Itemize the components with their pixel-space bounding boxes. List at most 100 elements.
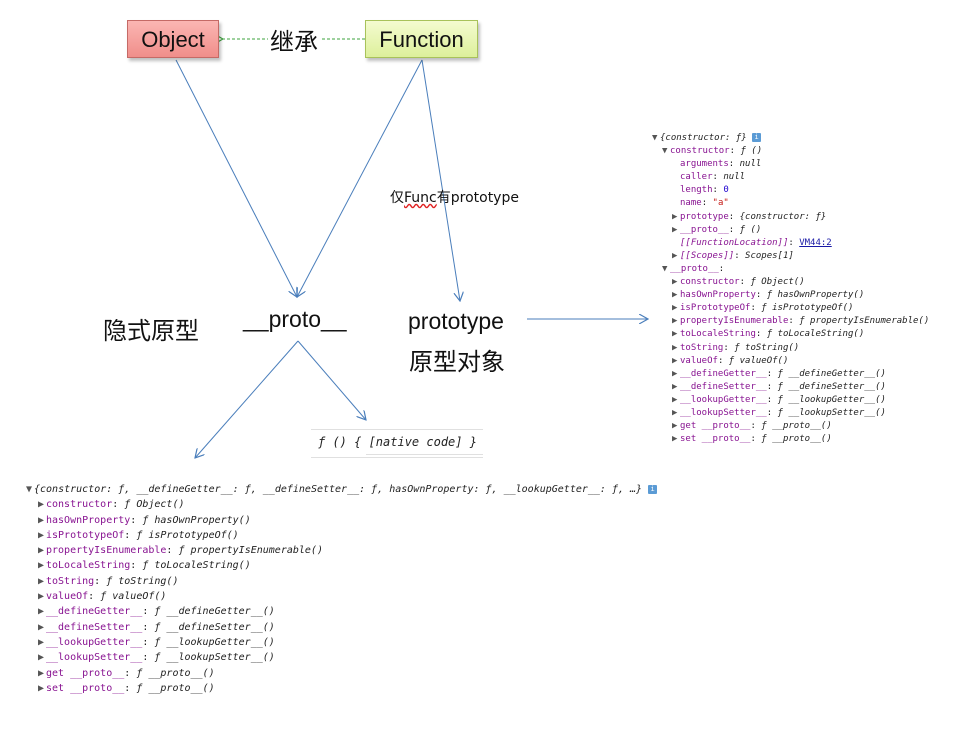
collapsed-arrow-icon[interactable]: ▶ — [672, 434, 678, 445]
collapsed-arrow-icon[interactable]: ▶ — [38, 575, 45, 587]
console-line[interactable]: ▶constructor: ƒ Object() — [26, 497, 726, 512]
collapsed-arrow-icon[interactable]: ▶ — [672, 224, 678, 235]
console-line[interactable]: ▼{constructor: ƒ} i — [652, 132, 955, 145]
console-line[interactable]: ▶get __proto__: ƒ __proto__() — [26, 666, 726, 681]
console-key: __defineSetter__ — [680, 381, 767, 392]
console-line[interactable]: ▶__defineSetter__: ƒ __defineSetter__() — [652, 381, 955, 394]
console-key: constructor — [670, 146, 730, 157]
collapsed-arrow-icon[interactable]: ▶ — [38, 514, 45, 526]
only-func-post: 有prototype — [436, 190, 519, 206]
console-key: __lookupGetter__ — [680, 394, 767, 405]
collapsed-arrow-icon[interactable]: ▶ — [38, 560, 45, 572]
collapsed-arrow-icon[interactable]: ▶ — [672, 277, 678, 288]
console-value[interactable]: VM44:2 — [799, 237, 832, 248]
console-key: [[Scopes]] — [680, 250, 735, 261]
console-key: constructor — [46, 499, 113, 511]
console-line[interactable]: ▶propertyIsEnumerable: ƒ propertyIsEnume… — [652, 315, 955, 328]
console-line[interactable]: ▶set __proto__: ƒ __proto__() — [652, 433, 955, 446]
console-separator: : — [728, 211, 740, 222]
console-key: toString — [680, 342, 724, 353]
collapsed-arrow-icon[interactable]: ▶ — [672, 250, 678, 261]
console-separator: : — [766, 368, 778, 379]
console-value: ƒ isPrototypeOf() — [761, 303, 854, 314]
collapsed-arrow-icon[interactable]: ▶ — [672, 407, 678, 418]
console-line[interactable]: ▶__lookupSetter__: ƒ __lookupSetter__() — [652, 407, 955, 420]
console-line[interactable]: ▶__defineSetter__: ƒ __defineSetter__() — [26, 620, 726, 635]
console-line[interactable]: ▼{constructor: ƒ, __defineGetter__: ƒ, _… — [26, 482, 726, 497]
collapsed-arrow-icon[interactable]: ▶ — [38, 636, 45, 648]
expanded-arrow-icon[interactable]: ▼ — [652, 133, 658, 143]
collapsed-arrow-icon[interactable]: ▶ — [672, 368, 678, 379]
collapsed-arrow-icon[interactable]: ▶ — [672, 211, 678, 222]
console-line[interactable]: ▶prototype: {constructor: ƒ} — [652, 211, 955, 224]
object-prototype-console: ▼{constructor: ƒ, __defineGetter__: ƒ, _… — [26, 482, 726, 696]
collapsed-arrow-icon[interactable]: ▶ — [38, 499, 45, 511]
console-line[interactable]: ▶get __proto__: ƒ __proto__() — [652, 420, 955, 433]
collapsed-arrow-icon[interactable]: ▶ — [672, 381, 678, 392]
console-line[interactable]: ▶toLocaleString: ƒ toLocaleString() — [652, 328, 955, 341]
info-icon[interactable]: i — [648, 484, 658, 494]
console-line[interactable]: ▶__proto__: ƒ () — [652, 224, 955, 237]
collapsed-arrow-icon[interactable]: ▶ — [672, 421, 678, 432]
console-line[interactable]: ▶propertyIsEnumerable: ƒ propertyIsEnume… — [26, 543, 726, 558]
console-line[interactable]: ▶__defineGetter__: ƒ __defineGetter__() — [26, 604, 726, 619]
collapsed-arrow-icon[interactable]: ▶ — [672, 329, 678, 340]
console-line[interactable]: ▶hasOwnProperty: ƒ hasOwnProperty() — [26, 513, 726, 528]
console-key: valueOf — [46, 591, 89, 603]
collapsed-arrow-icon[interactable]: ▶ — [672, 355, 678, 366]
collapsed-arrow-icon[interactable]: ▶ — [672, 394, 678, 405]
collapsed-arrow-icon[interactable]: ▶ — [38, 591, 45, 603]
info-icon[interactable]: i — [752, 133, 762, 142]
collapsed-arrow-icon[interactable]: ▶ — [672, 290, 678, 301]
console-key: __proto__ — [670, 263, 719, 274]
console-separator: : — [130, 514, 143, 526]
console-line[interactable]: ▶toLocaleString: ƒ toLocaleString() — [26, 558, 726, 573]
console-key: toLocaleString — [46, 560, 131, 572]
expanded-arrow-icon[interactable]: ▼ — [26, 484, 33, 495]
console-line[interactable]: ▶constructor: ƒ Object() — [652, 276, 955, 289]
console-line[interactable]: ▶isPrototypeOf: ƒ isPrototypeOf() — [26, 528, 726, 543]
collapsed-arrow-icon[interactable]: ▶ — [38, 545, 45, 557]
collapsed-arrow-icon[interactable]: ▶ — [38, 652, 45, 664]
collapsed-arrow-icon[interactable]: ▶ — [672, 316, 678, 327]
console-line[interactable]: ▶isPrototypeOf: ƒ isPrototypeOf() — [652, 302, 955, 315]
console-key: toString — [46, 575, 95, 587]
collapsed-arrow-icon[interactable]: ▶ — [672, 342, 678, 353]
console-value: ƒ Object() — [750, 277, 805, 288]
console-separator: : — [739, 277, 751, 288]
collapsed-arrow-icon[interactable]: ▶ — [38, 606, 45, 618]
console-key: caller — [680, 172, 713, 183]
console-line[interactable]: ▶__lookupGetter__: ƒ __lookupGetter__() — [652, 394, 955, 407]
expanded-arrow-icon[interactable]: ▼ — [662, 146, 668, 157]
console-value: ƒ toLocaleString() — [766, 329, 865, 340]
console-separator: : — [142, 636, 155, 648]
console-line[interactable]: ▶toString: ƒ toString() — [652, 342, 955, 355]
console-line[interactable]: ▶__defineGetter__: ƒ __defineGetter__() — [652, 368, 955, 381]
console-line[interactable]: ▼constructor: ƒ () — [652, 145, 955, 158]
console-value: null — [723, 172, 746, 183]
console-line[interactable]: ▶toString: ƒ toString() — [26, 574, 726, 589]
console-line[interactable]: ▶valueOf: ƒ valueOf() — [652, 355, 955, 368]
console-line[interactable]: ▶__lookupSetter__: ƒ __lookupSetter__() — [26, 650, 726, 665]
console-line[interactable]: ▶__lookupGetter__: ƒ __lookupGetter__() — [26, 635, 726, 650]
collapsed-arrow-icon[interactable]: ▶ — [38, 529, 45, 541]
console-line[interactable]: ▶[[Scopes]]: Scopes[1] — [652, 250, 955, 263]
console-line: caller: null — [652, 171, 955, 184]
console-key: set __proto__ — [46, 682, 125, 694]
console-value: ƒ __proto__() — [761, 421, 832, 432]
collapsed-arrow-icon[interactable]: ▶ — [38, 682, 45, 694]
console-separator: : — [124, 529, 137, 541]
console-line[interactable]: ▶valueOf: ƒ valueOf() — [26, 589, 726, 604]
collapsed-arrow-icon[interactable]: ▶ — [672, 303, 678, 314]
console-separator: : — [142, 621, 155, 633]
expanded-arrow-icon[interactable]: ▼ — [662, 263, 668, 274]
collapsed-arrow-icon[interactable]: ▶ — [38, 667, 45, 679]
console-separator: : — [728, 224, 740, 235]
console-line[interactable]: ▶hasOwnProperty: ƒ hasOwnProperty() — [652, 289, 955, 302]
console-value: {constructor: ƒ, __defineGetter__: ƒ, __… — [34, 484, 643, 495]
console-line[interactable]: ▼__proto__: — [652, 263, 955, 276]
console-separator: : — [94, 575, 107, 587]
console-line[interactable]: ▶set __proto__: ƒ __proto__() — [26, 681, 726, 696]
collapsed-arrow-icon[interactable]: ▶ — [38, 621, 45, 633]
console-key: get __proto__ — [680, 421, 751, 432]
